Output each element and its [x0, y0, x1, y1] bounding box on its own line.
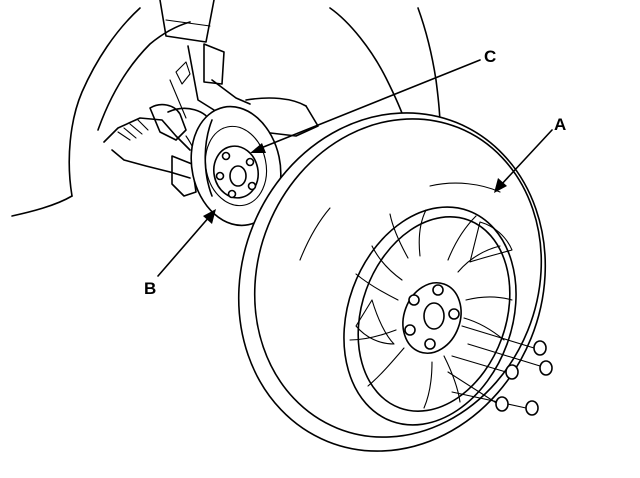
- callout-c-leader: [255, 59, 481, 151]
- lug-hole: [432, 284, 444, 296]
- wheel-stud: [247, 181, 257, 191]
- wheel-hub: [213, 145, 259, 199]
- tire-and-wheel: [237, 112, 547, 452]
- label-b: B: [144, 279, 156, 298]
- callout-a-leader: [499, 129, 553, 187]
- wheel-stud: [227, 189, 237, 199]
- wheel-nuts: [447, 325, 553, 416]
- lug-hole: [448, 308, 460, 320]
- wheel-stud: [215, 171, 225, 181]
- wheel-stud: [221, 151, 231, 161]
- suspension-strut: [159, 0, 251, 119]
- callout-a-arrowhead: [494, 178, 507, 193]
- lug-hole: [408, 294, 420, 306]
- label-c: C: [484, 47, 496, 66]
- callout-c-arrowhead: [250, 143, 266, 153]
- wheel-nut: [525, 400, 539, 416]
- wheel-nut: [539, 360, 553, 376]
- callout-b-arrowhead: [203, 209, 216, 224]
- wheel-nut: [495, 396, 509, 412]
- label-a: A: [554, 115, 566, 134]
- callout-b-leader: [157, 215, 211, 277]
- callouts: A B C: [144, 47, 566, 298]
- lug-hole: [424, 338, 436, 350]
- lug-hole: [404, 324, 416, 336]
- wheel-nut: [533, 340, 547, 356]
- wheel-nut: [505, 364, 519, 380]
- vehicle-body: [11, 7, 441, 217]
- wheel-stud: [245, 157, 255, 167]
